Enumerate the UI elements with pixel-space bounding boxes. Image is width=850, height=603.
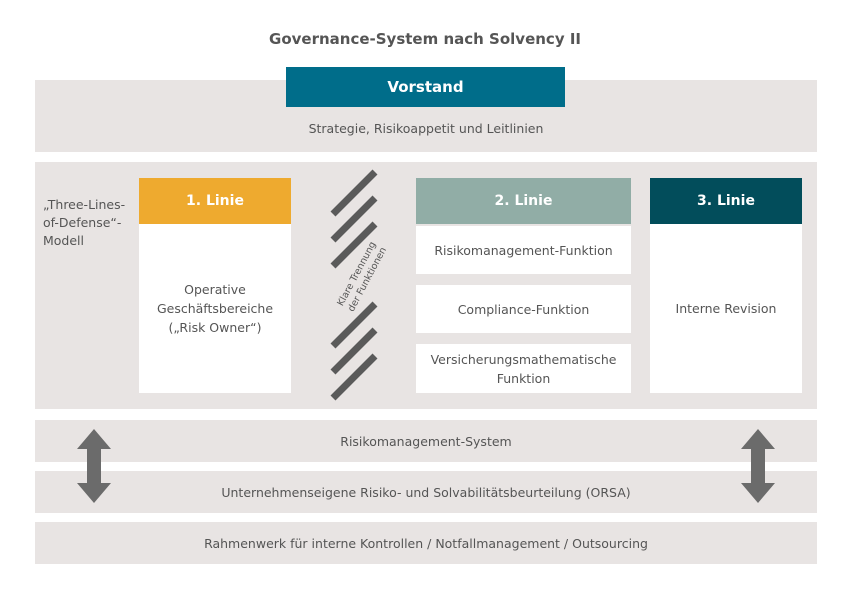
double-arrow-right-icon [741,429,775,503]
stripe [330,353,378,401]
separator-stripes [325,165,385,405]
line1-body-line: Geschäftsbereiche [156,301,274,316]
model-label-line: „Three-Lines- [43,197,126,212]
line3-body: Interne Revision [675,301,777,316]
line2-function-label: Compliance-Funktion [457,301,590,317]
stripe [330,169,378,217]
band-risk-management-system: Risikomanagement-System [35,420,817,462]
stripe [330,221,378,269]
line2-function-label: Funktion [496,370,551,386]
line2-function-label: Risikomanagement-Funktion [434,242,613,258]
line1-body-line: („Risk Owner“) [168,320,262,335]
line1-body-line: Operative [184,282,246,297]
double-arrow-left-icon [77,429,111,503]
line2-function-risk: Risikomanagement-Funktion [416,226,631,274]
board-subtitle: Strategie, Risikoappetit und Leitlinien [308,120,544,136]
model-label-line: Modell [43,233,85,248]
diagram-title: Governance-System nach Solvency II [269,30,581,48]
line1-header: 1. Linie [139,178,291,224]
board-box: Vorstand [286,67,565,107]
stripe [330,195,378,243]
band-orsa: Unternehmenseigene Risiko- und Solvabili… [35,471,817,513]
line2-function-compliance: Compliance-Funktion [416,285,631,333]
line3-card: Interne Revision [650,224,802,393]
band-internal-controls: Rahmenwerk für interne Kontrollen / Notf… [35,522,817,564]
line1-card: Operative Geschäftsbereiche („Risk Owner… [139,224,291,393]
line2-function-actuarial: Versicherungsmathematische Funktion [416,344,631,393]
line3-header: 3. Linie [650,178,802,224]
separator-label: Klare Trennung der Funktionen [313,240,413,314]
stripe [330,301,378,349]
model-label-line: of-Defense“- [43,215,122,230]
stripe [330,327,378,375]
line2-function-label: Versicherungsmathematische [430,351,617,367]
model-label: „Three-Lines- of-Defense“- Modell [43,196,143,250]
line2-header: 2. Linie [416,178,631,224]
